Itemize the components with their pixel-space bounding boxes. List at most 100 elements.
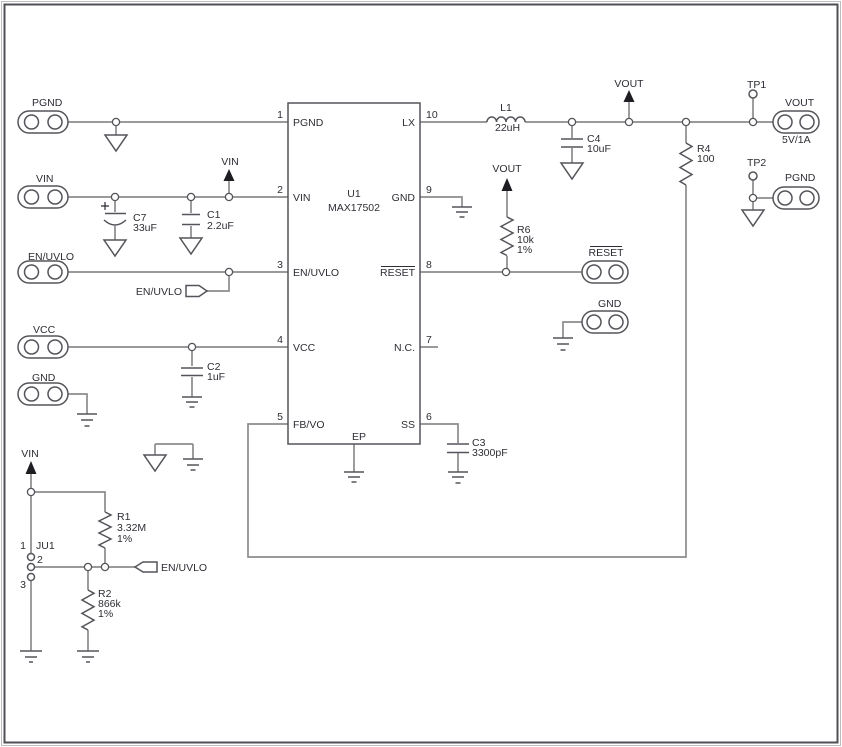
connector-pad — [608, 314, 624, 330]
polarity-plus — [101, 202, 109, 210]
net-label: VOUT — [492, 163, 522, 175]
pgnd-symbol-icon — [740, 209, 766, 228]
net-label: VOUT — [614, 78, 644, 90]
testpoint-pad — [748, 89, 758, 99]
pin-num-1: 1 — [277, 109, 283, 121]
resistor-r4: R4 100 — [678, 142, 715, 186]
connector-pad — [23, 114, 40, 130]
connector-label: EN/UVLO — [28, 251, 74, 263]
junction-dot — [83, 562, 93, 572]
testpoint-pad — [748, 171, 758, 181]
gnd-symbol-icon — [77, 650, 99, 663]
connector-body — [17, 335, 69, 359]
connector-body — [17, 260, 69, 284]
connector-label: GND — [32, 372, 56, 384]
cap-plate-curved — [103, 219, 127, 226]
pin-num-5: 5 — [277, 411, 283, 423]
jumper-pin — [26, 572, 36, 582]
connector-body — [17, 382, 69, 406]
net-flag-vin-bottom: VIN — [21, 448, 39, 474]
jumper-pin-num: 1 — [20, 540, 26, 552]
capacitor-c2: C2 1uF — [181, 361, 225, 383]
connector-pad — [47, 386, 63, 402]
net-label: VIN — [221, 156, 239, 168]
wire-ss-c3 — [420, 423, 459, 472]
resistor-ref: R6 — [517, 224, 531, 236]
resistor-ref: R4 — [697, 143, 711, 155]
connector-label: GND — [598, 298, 622, 310]
pin-name-enuvlo: EN/UVLO — [293, 267, 339, 279]
junction-dot — [681, 117, 691, 127]
connector-pad — [23, 189, 40, 205]
connector-label: RESET — [588, 247, 624, 259]
junction-dot — [111, 117, 121, 127]
inductor-l1: L1 22uH — [486, 102, 526, 134]
pin-num-10: 10 — [426, 109, 438, 121]
resistor-value: 3.32M — [117, 522, 146, 534]
resistor-value: 100 — [697, 153, 715, 165]
pgnd-symbol-icon — [142, 454, 168, 473]
junction-dot — [187, 342, 197, 352]
power-arrow-icon — [623, 90, 635, 102]
wires — [30, 98, 773, 651]
pin-num-2: 2 — [277, 184, 283, 196]
net-label: EN/UVLO — [161, 562, 207, 574]
connector-label: VCC — [33, 324, 56, 336]
gnd-symbol-icon — [344, 471, 364, 483]
junction-dot — [100, 562, 110, 572]
gnd-symbol-icon — [448, 471, 468, 484]
resistor-r1: R1 3.32M 1% — [97, 511, 146, 549]
connector-reset: RESET — [581, 246, 629, 284]
pin-name-gnd: GND — [392, 192, 416, 204]
connector-pad — [47, 264, 63, 280]
gnd-symbols — [20, 206, 573, 663]
pgnd-symbol-icon — [559, 162, 585, 181]
connector-pad — [777, 190, 793, 206]
junction-dot — [748, 117, 758, 127]
jumper-pin — [26, 562, 36, 572]
connector-vout: VOUT 5V/1A — [772, 97, 820, 146]
connector-pad — [799, 190, 815, 206]
cap-value: 10uF — [587, 143, 611, 155]
wire-gndin — [68, 393, 88, 414]
pin-name-pgnd: PGND — [293, 117, 324, 129]
net-tag-icon — [185, 284, 209, 298]
resistor-body — [80, 589, 96, 631]
connector-body — [17, 110, 69, 134]
junction-dot — [748, 193, 758, 203]
connector-label: VIN — [36, 173, 54, 185]
cap-ref: C3 — [472, 437, 486, 449]
wire-enuvlo-tag-top — [207, 272, 230, 292]
resistor-body — [97, 511, 113, 549]
resistor-ref: R2 — [98, 588, 112, 600]
ic-u1: U1 MAX17502 EP 1 2 3 4 5 10 9 8 7 6 PGND… — [277, 102, 438, 445]
net-flag-vin-top: VIN — [221, 156, 239, 181]
gnd-symbol-icon — [452, 206, 472, 218]
junctions — [26, 117, 758, 572]
pin-name-vcc: VCC — [293, 342, 316, 354]
connector-pgnd-in: PGND — [17, 97, 69, 134]
connector-body — [772, 110, 820, 134]
connector-rating: 5V/1A — [782, 134, 811, 146]
pin-name-ss: SS — [401, 419, 415, 431]
connector-body — [581, 260, 629, 284]
jumper-ref: JU1 — [36, 540, 55, 552]
connector-pad — [23, 339, 40, 355]
net-tag-icon — [133, 561, 158, 573]
junction-dot — [224, 192, 234, 202]
wire-feedback-loop — [247, 185, 687, 558]
cap-ref: C7 — [133, 212, 147, 224]
connector-gnd-in: GND — [17, 372, 69, 406]
connector-pad — [47, 114, 63, 130]
resistor-tolerance: 1% — [117, 533, 132, 545]
junction-dot — [186, 192, 196, 202]
wire-gndout — [562, 321, 582, 338]
junction-dot — [624, 117, 634, 127]
resistor-ref: R1 — [117, 511, 131, 523]
jumper-ju1: 1 JU1 2 3 — [20, 540, 55, 591]
connector-pad — [608, 264, 624, 280]
power-arrow-icon — [25, 461, 37, 474]
